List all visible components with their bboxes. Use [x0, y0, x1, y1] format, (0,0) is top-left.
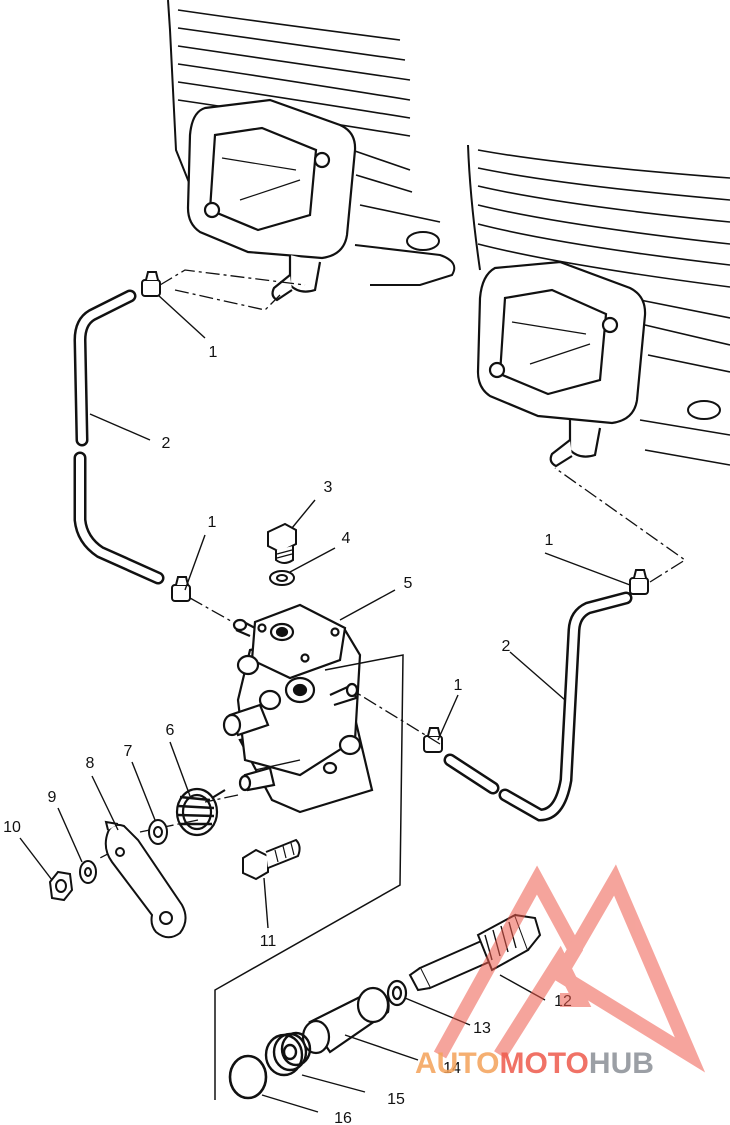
- leader-lines: [19, 294, 631, 1113]
- section-bracket: [214, 654, 404, 1100]
- bleed-screw: [267, 522, 297, 564]
- watermark: AUTOMOTOHUB: [415, 864, 706, 1080]
- watermark-text: AUTOMOTOHUB: [415, 1047, 654, 1080]
- left-exhaust-flange: [186, 98, 357, 302]
- callout-13: 13: [473, 1020, 491, 1037]
- nut-10: [48, 870, 74, 902]
- bushing-14: [301, 986, 390, 1055]
- callout-10: 10: [3, 819, 21, 836]
- bolt-11: [242, 838, 301, 881]
- callout-5: 5: [404, 575, 413, 592]
- left-oil-hose: [73, 289, 165, 585]
- pump-lever: [104, 820, 187, 939]
- return-spring: [175, 787, 226, 837]
- left-cylinder: [167, 0, 456, 286]
- callout-1-upper-right: 1: [545, 532, 554, 549]
- washer-7: [148, 819, 168, 845]
- washer-4: [269, 570, 295, 586]
- right-exhaust-flange: [476, 260, 647, 468]
- lock-washer-9: [79, 860, 97, 884]
- callout-2-left: 2: [162, 435, 171, 452]
- callout-16: 16: [334, 1110, 352, 1125]
- watermark-word-moto: MOTO: [499, 1047, 588, 1080]
- washer-13: [386, 979, 408, 1007]
- watermark-word-hub: HUB: [589, 1047, 654, 1080]
- callout-14: 14: [443, 1060, 461, 1077]
- oil-pump: [222, 603, 374, 814]
- callout-1-lower-left: 1: [208, 514, 217, 531]
- callout-15: 15: [387, 1091, 405, 1108]
- left-upper-clamp: [141, 271, 161, 297]
- callout-2-right: 2: [502, 638, 511, 655]
- right-lower-clamp: [423, 727, 443, 753]
- o-ring-16: [228, 1054, 268, 1100]
- right-upper-clamp: [629, 569, 649, 595]
- callout-8: 8: [86, 755, 95, 772]
- callout-4: 4: [342, 530, 351, 547]
- spring-15: [264, 1031, 312, 1077]
- callout-1-upper-left: 1: [209, 344, 218, 361]
- callout-9: 9: [48, 789, 57, 806]
- callout-11: 11: [260, 933, 277, 950]
- callout-6: 6: [166, 722, 175, 739]
- left-lower-clamp: [171, 576, 191, 602]
- callout-7: 7: [124, 743, 133, 760]
- watermark-logo: [433, 864, 706, 1073]
- watermark-word-auto: AUTO: [415, 1047, 499, 1080]
- right-oil-hose: [443, 591, 633, 822]
- callout-1-lower-right: 1: [454, 677, 463, 694]
- right-cylinder: [467, 144, 730, 466]
- callout-3: 3: [324, 479, 333, 496]
